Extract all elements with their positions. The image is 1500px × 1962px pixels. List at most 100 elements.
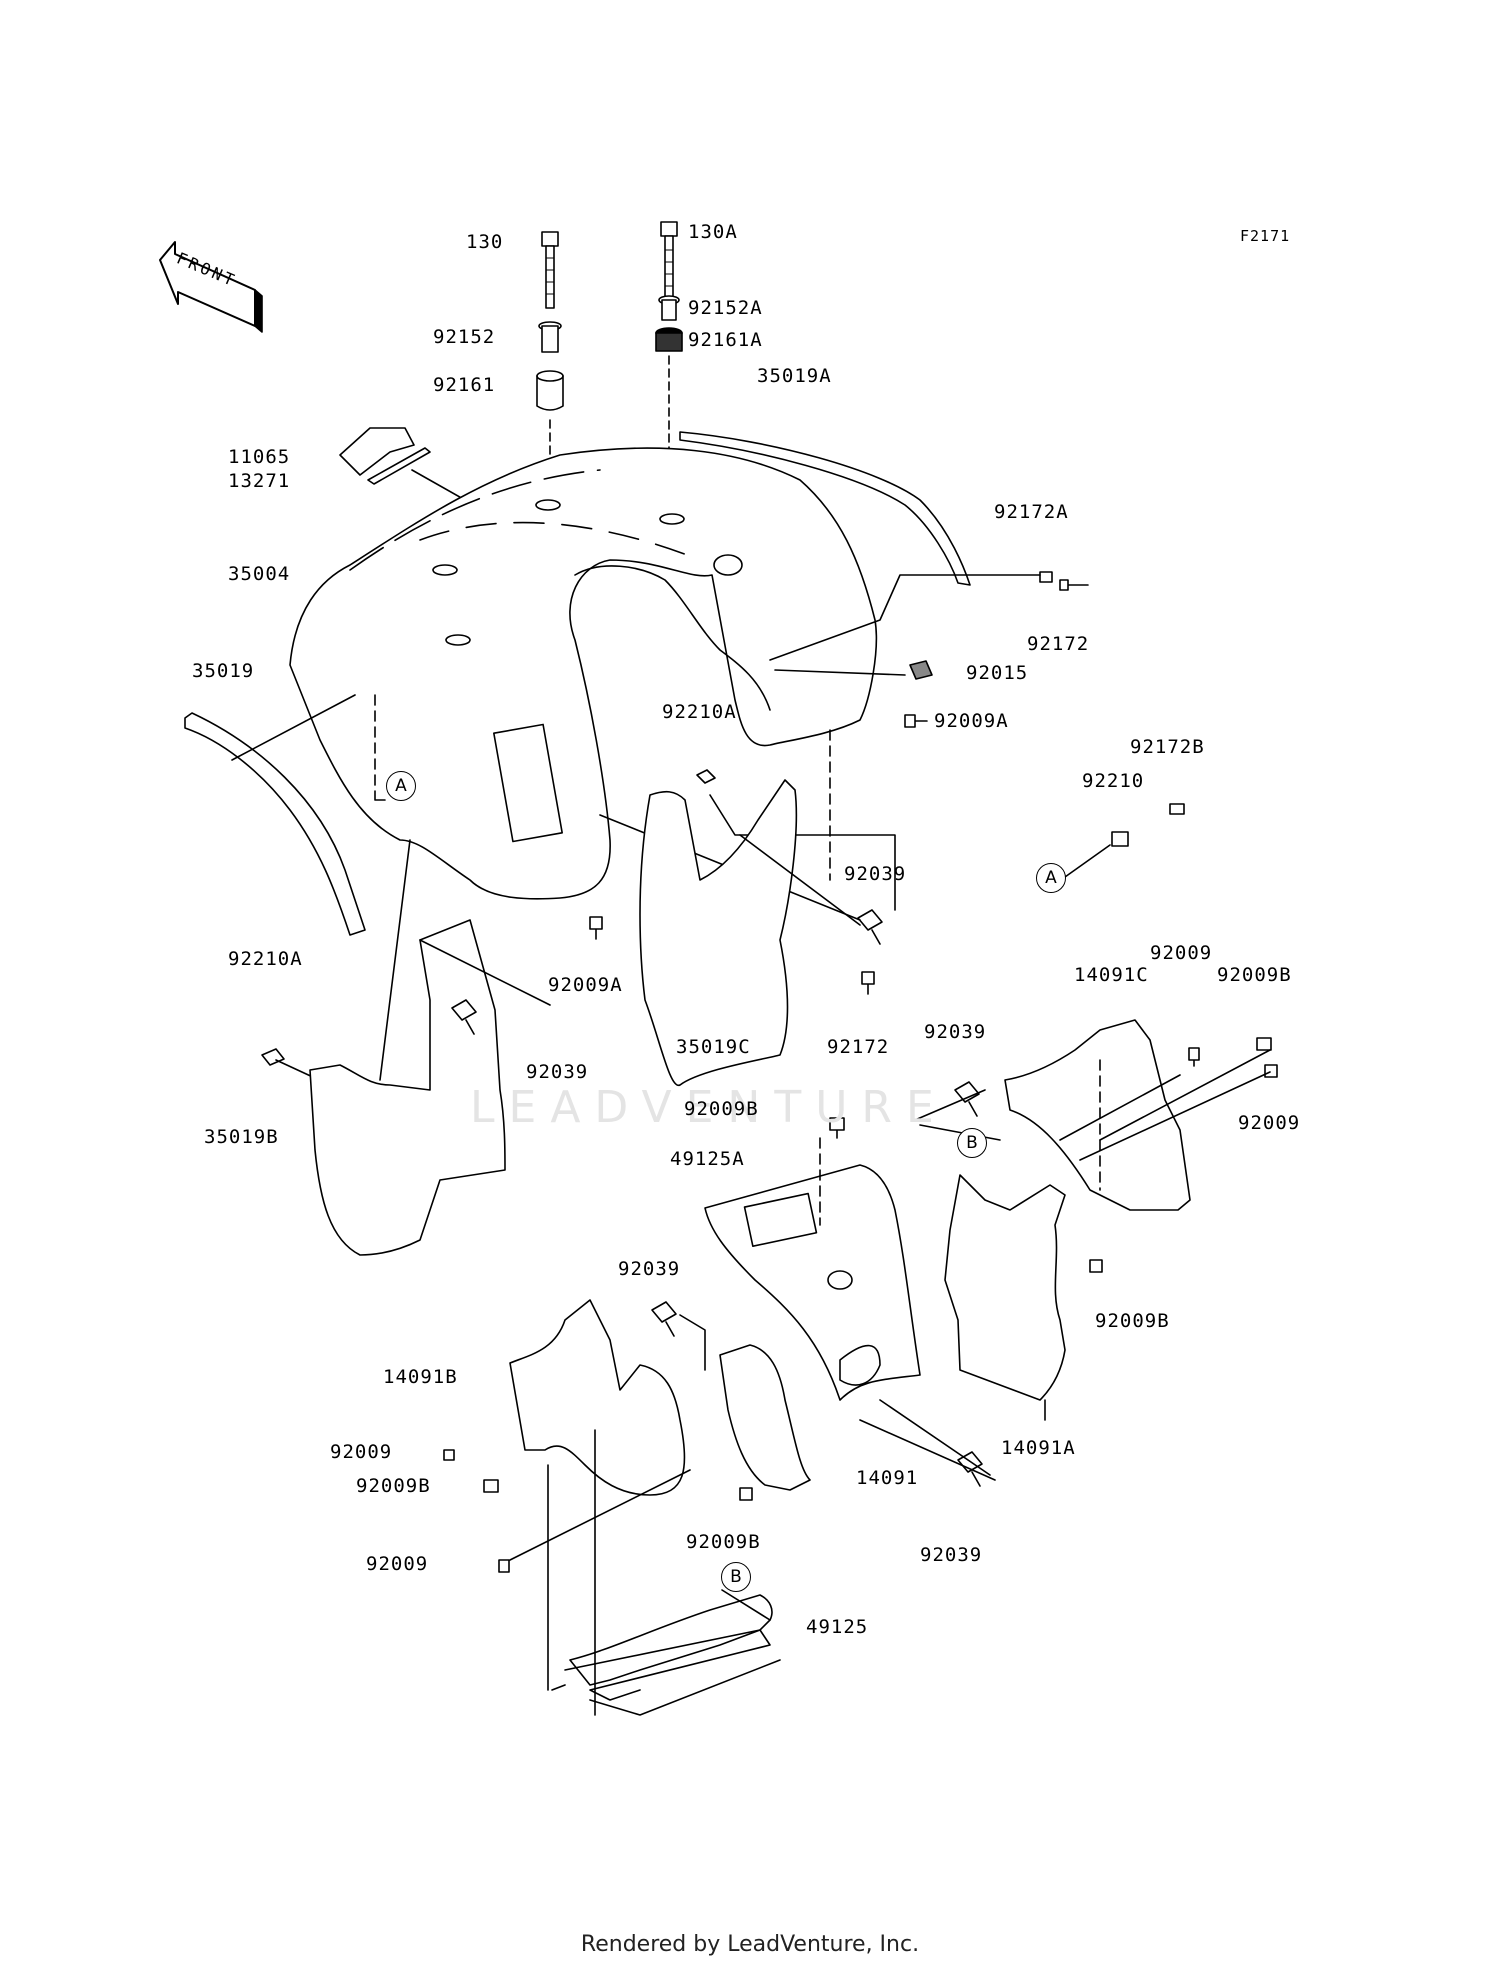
trim-35019-shape [184,712,366,936]
part-label-130A[interactable]: 130A [688,221,738,243]
part-label-49125[interactable]: 49125 [806,1616,869,1638]
screw-92009B-r-icon [1256,1037,1272,1051]
part-label-92009-r2[interactable]: 92009 [1238,1112,1301,1134]
screw-92009B-low-icon [739,1487,753,1501]
clip-92172A-icon [1039,571,1053,583]
screw-92009-l1-icon [443,1449,455,1461]
clip-92039-low-icon [651,1301,677,1337]
cover-14091-shape [719,1344,811,1491]
part-label-35019A[interactable]: 35019A [757,365,832,387]
leader-92210A-line [709,794,896,911]
part-label-92039-left[interactable]: 92039 [526,1061,589,1083]
leader-49125-lines [547,1429,596,1716]
collar-92152A-icon [658,295,680,321]
part-label-92009-r1[interactable]: 92009 [1150,942,1213,964]
inner-fender-35019C-shape [639,779,798,1086]
ref-mark-a-right: A [1036,863,1066,893]
part-label-92015[interactable]: 92015 [966,662,1029,684]
part-label-92039-r[interactable]: 92039 [924,1021,987,1043]
part-label-92172B[interactable]: 92172B [1130,736,1205,758]
leader-92039-low2-line [859,1399,996,1481]
screw-92009B-r2-icon [1089,1259,1103,1273]
diagram-code: F2171 [1240,227,1291,245]
part-label-11065[interactable]: 11065 [228,446,291,468]
part-label-92009-l2[interactable]: 92009 [366,1553,429,1575]
leader-92039-left-line [419,939,551,1006]
part-label-92039-mid[interactable]: 92039 [844,863,907,885]
part-label-92009B-l[interactable]: 92009B [356,1475,431,1497]
part-label-35019C[interactable]: 35019C [676,1036,751,1058]
cover-49125A-slot [839,1344,881,1386]
part-label-92009-l1[interactable]: 92009 [330,1441,393,1463]
screw-92009-r2-icon [1264,1064,1278,1078]
leader-14091C-line [1059,1049,1271,1161]
screw-92172-mid-icon [861,971,875,995]
part-label-92009A-mid[interactable]: 92009A [548,974,623,996]
fender-hole-2 [535,499,561,511]
part-label-14091C[interactable]: 14091C [1074,964,1149,986]
watermark: LEADVENTURE [470,1082,948,1133]
part-label-92009A-right[interactable]: 92009A [934,710,1009,732]
part-label-92009B-r2[interactable]: 92009B [1095,1310,1170,1332]
fender-crease-line-2 [419,521,701,561]
cover-49125A-hole [827,1270,853,1290]
part-label-92039-low2[interactable]: 92039 [920,1544,983,1566]
part-label-49125A[interactable]: 49125A [670,1148,745,1170]
screw-92172B-icon [1169,803,1185,815]
bolt-130A-icon [660,221,678,301]
leader-92039-low-line [679,1314,706,1371]
part-label-92172-mid[interactable]: 92172 [827,1036,890,1058]
screw-92172-icon [1059,579,1089,591]
part-label-35019[interactable]: 35019 [192,660,255,682]
trim-35019A-shape [679,431,971,586]
part-label-92210A-left[interactable]: 92210A [228,948,303,970]
pad-13271-shape [367,447,431,485]
clip-92210A-top-icon [696,769,716,784]
grommet-92161-icon [536,370,564,411]
leader-92009-l2-line [509,1469,691,1561]
part-label-92039-low[interactable]: 92039 [618,1258,681,1280]
clip-92039-left-icon [451,999,477,1035]
leader-92210-line [1064,844,1111,878]
part-label-92161[interactable]: 92161 [433,374,496,396]
screw-92009B-l-icon [483,1479,499,1493]
part-label-92161A[interactable]: 92161A [688,329,763,351]
part-label-92009B-c[interactable]: 92009B [684,1098,759,1120]
nut-92015-icon [909,660,933,680]
fender-crease-line [349,469,601,571]
ref-mark-b-low: B [721,1562,751,1592]
part-label-92172A[interactable]: 92172A [994,501,1069,523]
collar-92210-icon [1111,831,1129,847]
part-label-14091A[interactable]: 14091A [1001,1437,1076,1459]
panel-49125-rim [564,1629,771,1701]
ref-mark-a-left: A [386,771,416,801]
part-label-130[interactable]: 130 [466,231,504,253]
fender-grommet [713,554,743,576]
bolt-130-icon [541,231,559,309]
fender-hole-3 [659,513,685,525]
part-label-92210A-top[interactable]: 92210A [662,701,737,723]
leader-35019C-line [739,834,861,926]
fender-hole [432,564,458,576]
front-arrow-icon [159,241,263,333]
part-label-92009B-low[interactable]: 92009B [686,1531,761,1553]
part-label-92152[interactable]: 92152 [433,326,496,348]
part-label-92210[interactable]: 92210 [1082,770,1145,792]
part-label-13271[interactable]: 13271 [228,470,291,492]
part-label-35004[interactable]: 35004 [228,563,291,585]
panel-49125-shape [569,1594,773,1686]
part-label-35019B[interactable]: 35019B [204,1126,279,1148]
part-label-14091[interactable]: 14091 [856,1467,919,1489]
grommet-92161A-icon [655,327,683,352]
part-label-92009B-r[interactable]: 92009B [1217,964,1292,986]
part-label-92172-top[interactable]: 92172 [1027,633,1090,655]
screw-92009-l2-icon [498,1559,510,1573]
leader-92015-line [774,669,906,676]
part-label-14091B[interactable]: 14091B [383,1366,458,1388]
part-label-92152A[interactable]: 92152A [688,297,763,319]
screw-92009A-mid-icon [589,916,603,940]
leader-92172-line [769,574,1041,661]
collar-92152-icon [538,321,562,353]
screw-92009B-c-icon [829,1117,845,1139]
